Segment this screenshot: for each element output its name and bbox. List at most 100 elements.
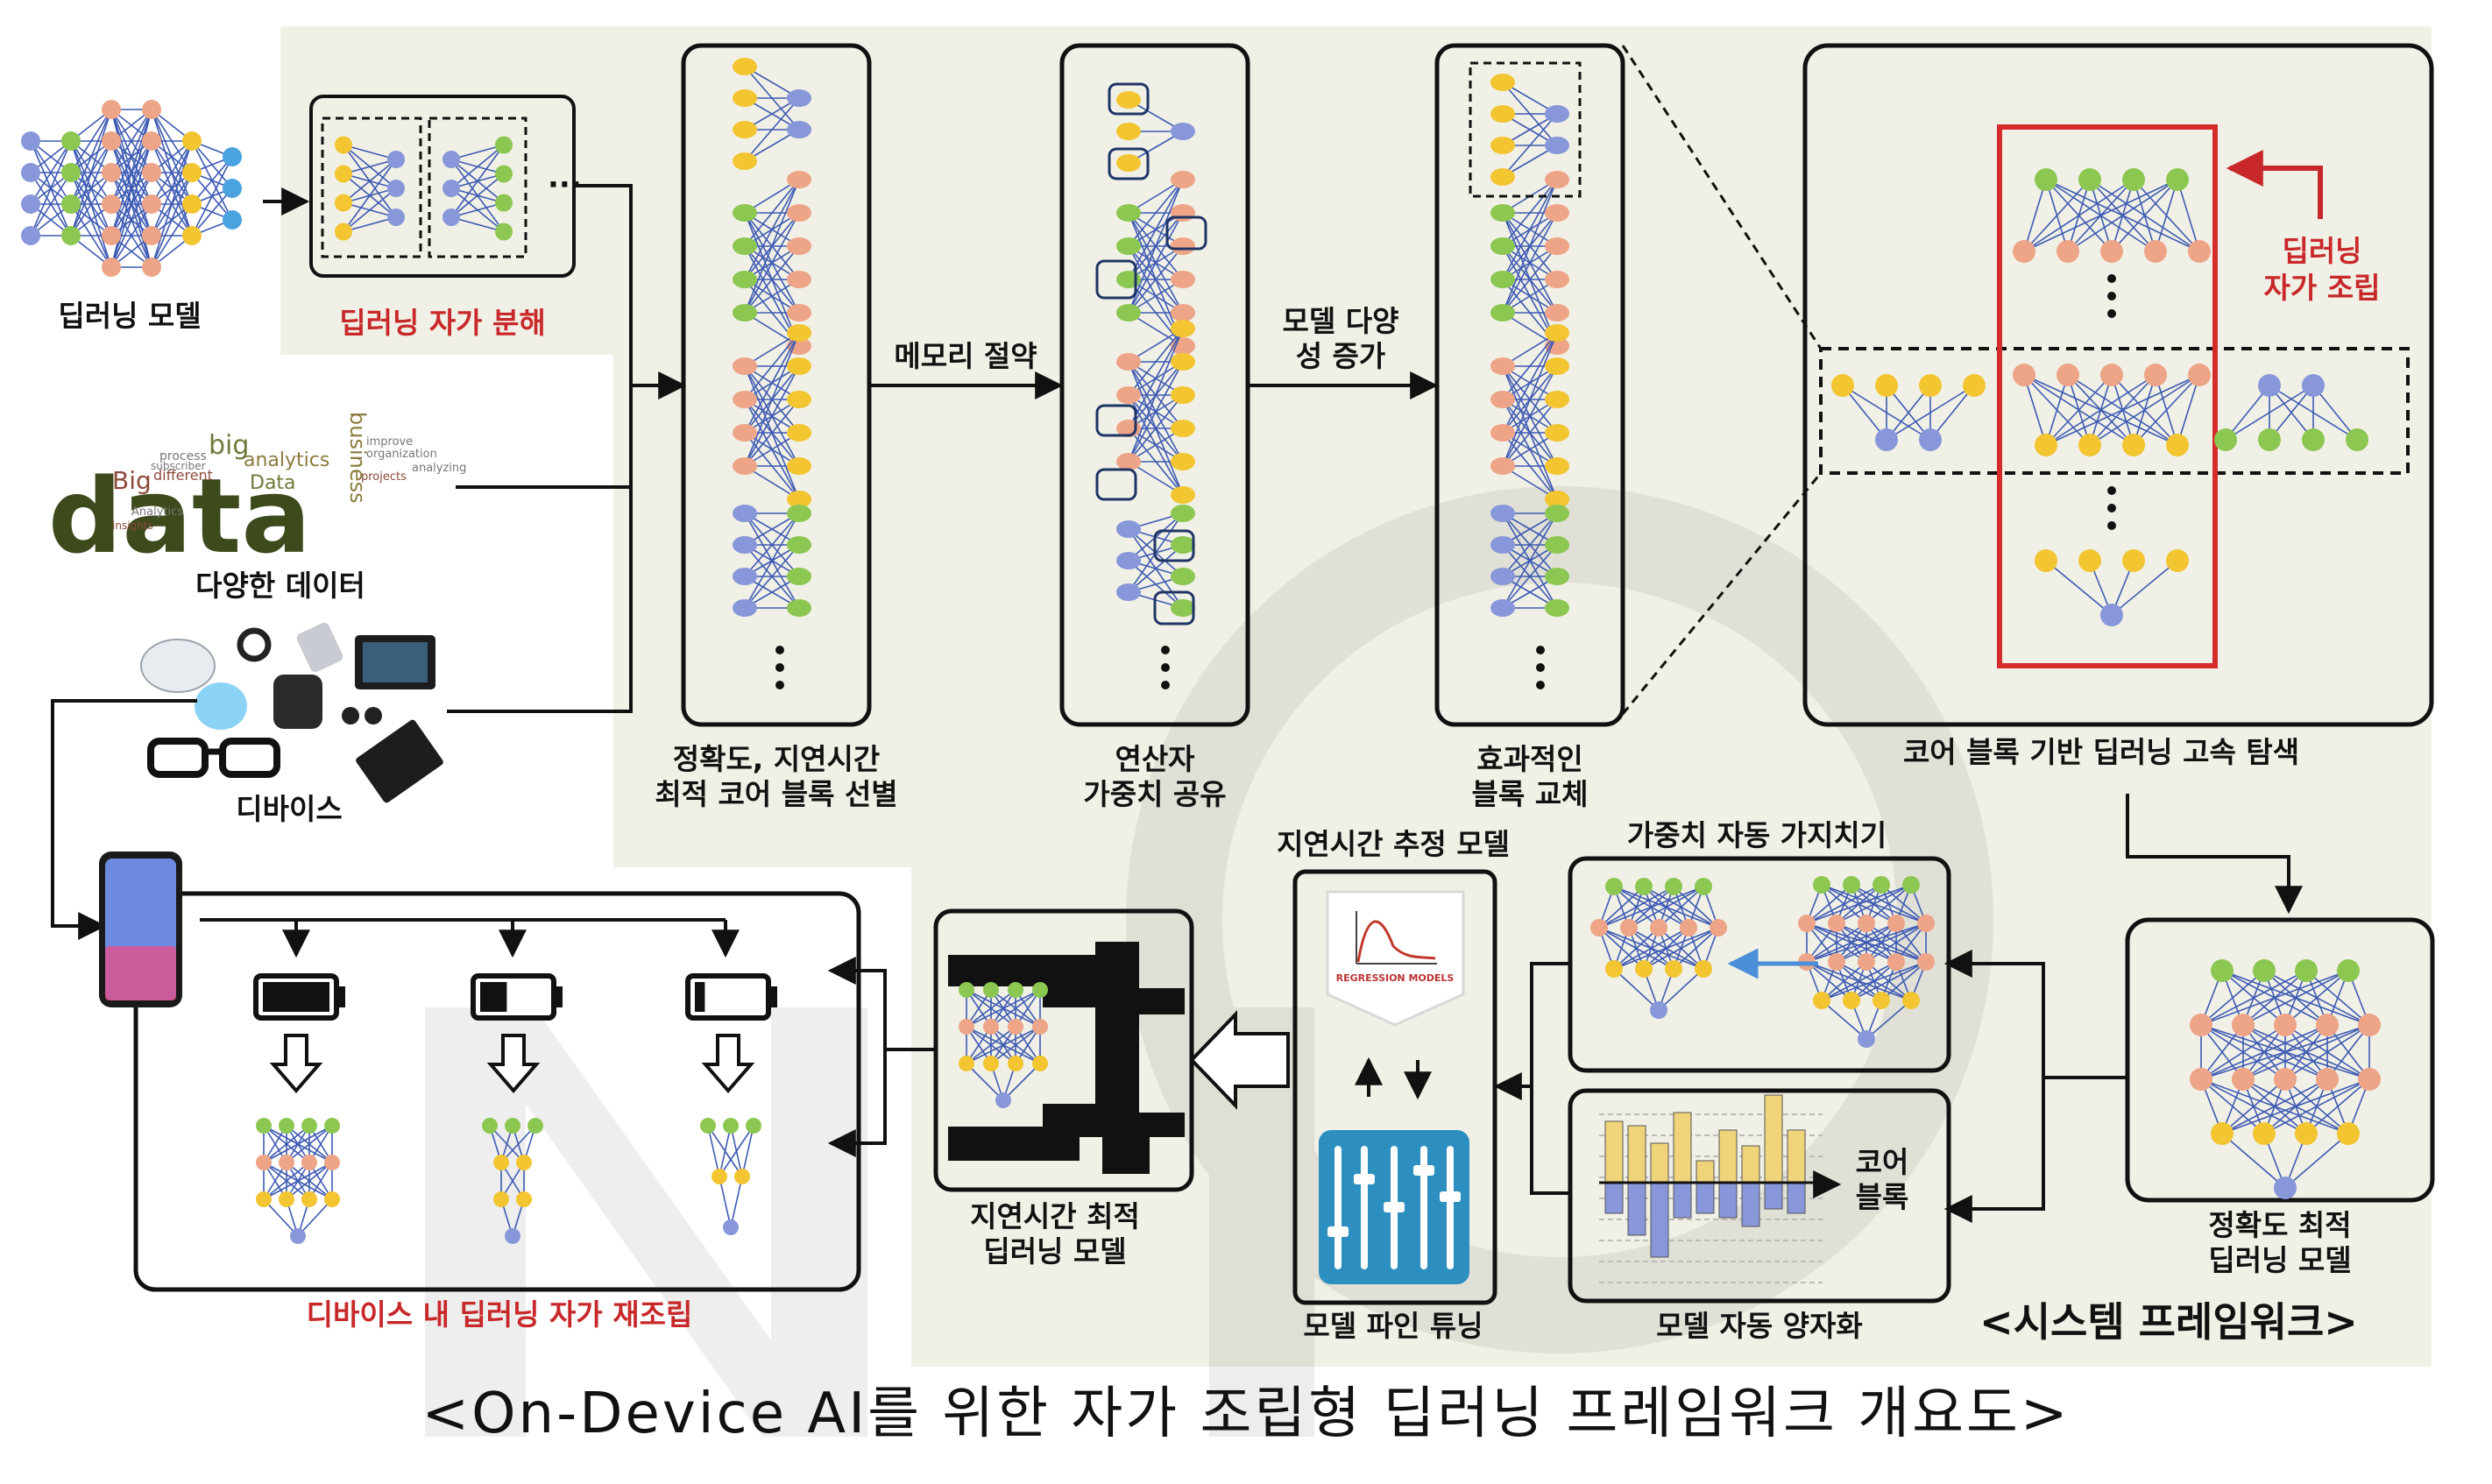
wordcloud-word: insights [112,519,153,532]
wordcloud-word: different [153,467,213,484]
network-node [442,208,460,226]
network-node [1843,992,1860,1009]
network-node [1171,353,1195,371]
network-node [61,194,81,214]
network-node [182,194,202,214]
network-edge [2221,1078,2328,1134]
source-deep-model-icon [21,100,242,277]
network-edge [1128,394,1184,463]
network-node [1858,1030,1875,1048]
network-node [2078,434,2101,456]
network-node [1831,374,1854,397]
network-node [2211,1122,2234,1145]
network-node [1695,878,1712,895]
network-node [1545,237,1569,255]
network-edge [2023,179,2047,252]
network-node [1545,271,1569,288]
network-edge [2045,374,2156,446]
network-node [787,271,811,288]
network-node [1665,960,1682,978]
network-edge [2023,179,2091,252]
network-node [505,1228,520,1244]
network-edge [1836,884,1912,924]
network-edge [1613,968,1660,1011]
network-node [21,194,40,214]
network-edge [1128,179,1184,314]
wordcloud-word: Data [250,472,296,494]
network-edge [1613,927,1689,970]
replace-label-1: 효과적인 [1476,742,1582,776]
network-node [1008,982,1023,998]
network-node [1545,536,1569,554]
network-edge [719,1125,754,1177]
network-node [2166,168,2189,191]
network-node [516,1191,532,1207]
network-node [1171,386,1195,404]
network-edge [343,216,397,233]
ondevice-box [133,891,861,1292]
network-node [324,1155,340,1170]
network-node [2295,1122,2318,1145]
network-edge [500,1125,536,1163]
network-node [1650,1001,1667,1019]
network-node [335,136,352,154]
network-edge [450,144,505,160]
network-edge [1886,385,1975,441]
network-edge [1842,385,1887,441]
optimal-accuracy-label-1: 정확도 최적 [2208,1208,2351,1242]
network-node [102,258,121,277]
quant-bar-down [1696,1182,1715,1214]
network-node [1490,168,1515,186]
network-node [1116,123,1141,140]
network-edge [1806,884,1852,924]
network-edge [744,245,800,314]
battery-cap [336,986,345,1007]
network-edge [1658,886,1704,929]
network-node [1650,919,1667,936]
network-edge [744,332,800,434]
network-edge [1502,399,1558,467]
network-edge [1613,927,1719,970]
network-edge [2023,374,2047,446]
network-node [1605,878,1623,895]
wordcloud-word: Analytics [131,505,183,519]
network-node [1828,953,1845,971]
network-node [1490,357,1515,375]
network-edge [1865,1000,1912,1040]
network-edge [741,1125,754,1177]
network-edge [1502,544,1558,609]
core-search-label: 코어 블록 기반 딥러닝 고속 탐색 [1903,735,2299,769]
core-block-search-networks [1831,168,2368,626]
network-node [2190,1014,2212,1036]
self-assembly-label-1: 딥러닝 [2282,234,2361,268]
quant-bar-up [1696,1160,1715,1184]
flow-to-accuracy-model [2126,794,2303,915]
network-edge [966,989,1041,1028]
network-node [495,223,513,241]
network-edge [1128,328,1184,396]
network-edge [2067,179,2178,252]
accuracy-model-box [2125,917,2435,1203]
network-node [733,568,757,585]
network-node [182,163,202,182]
network-node [21,226,40,245]
network-node [1490,599,1515,617]
network-edge [2263,1078,2370,1134]
network-node [1843,876,1860,894]
network-node [1171,123,1195,140]
network-node [2013,364,2035,386]
battery-fill [263,982,329,1012]
pruning-title: 가중치 자동 가지치기 [1627,818,1887,852]
column-markers [1095,61,1582,625]
network-node [1116,583,1141,601]
diversity-label-2: 성 증가 [1296,339,1386,373]
battery-cap [768,986,777,1007]
network-node [1545,457,1569,475]
network-edge [2200,1024,2370,1080]
network-node [983,1056,999,1071]
network-node [959,1056,974,1071]
network-node [983,982,999,998]
network-edge [151,172,193,268]
network-edge [151,203,193,268]
network-node [733,204,757,222]
